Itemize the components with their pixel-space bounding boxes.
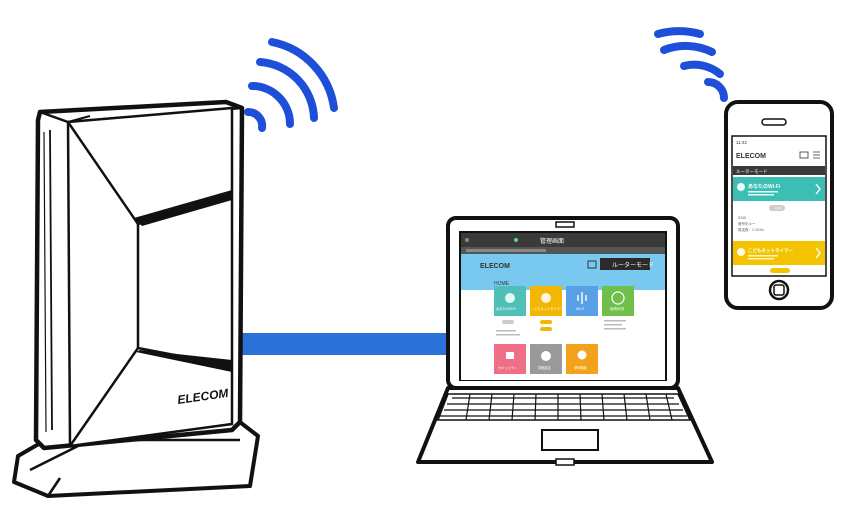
phone-wifi-signal-icon xyxy=(654,27,728,102)
tile-your-wifi-label: あなたのWi-Fi xyxy=(496,306,516,311)
phone-info-line-1: SSID xyxy=(738,216,747,220)
tile-connection-label: 接続状況 xyxy=(610,306,624,311)
laptop-screen-brand: ELECOM xyxy=(480,263,510,270)
phone-card-your-wifi[interactable] xyxy=(733,177,825,201)
wifi-router: ELECOM xyxy=(12,99,260,498)
tile-wifi-label: Wi-Fi xyxy=(576,307,584,311)
laptop-trackpad[interactable] xyxy=(541,429,599,451)
ethernet-cable xyxy=(242,333,452,355)
tile-advanced-settings-label: 詳細設定 xyxy=(538,365,552,370)
browser-tab-title: 管理画面 xyxy=(540,237,564,245)
phone-home-button[interactable] xyxy=(768,279,790,301)
phone-wifi-toggle[interactable] xyxy=(769,205,785,211)
phone-screen-brand: ELECOM xyxy=(736,153,766,160)
phone-card1-title: あなたのWi-Fi xyxy=(748,183,781,190)
tile-security-label: セキュリティ xyxy=(498,365,517,370)
phone-card2-title: こどもネットタイマー xyxy=(748,247,793,254)
tile-connection[interactable] xyxy=(602,286,634,316)
router-mode-button[interactable] xyxy=(600,258,650,270)
laptop: 管理画面 ELECOM ルーターモード HOME あなたのWi-Fi こどもネッ… xyxy=(416,216,714,466)
phone-card-kids-timer[interactable] xyxy=(733,241,825,265)
phone-status-time: 11:42 xyxy=(736,140,747,145)
laptop-screen: 管理画面 ELECOM ルーターモード HOME あなたのWi-Fi こどもネッ… xyxy=(461,233,665,380)
router-wifi-signal-icon xyxy=(244,38,338,132)
smartphone: 11:42 ELECOM ルーターモード あなたのWi-Fi OFF SSID … xyxy=(724,100,834,310)
phone-section-label: ルーターモード xyxy=(736,168,768,175)
phone-info-line-3: 周波数：2.4GHz xyxy=(738,227,764,232)
phone-info-line-2: 暗号化キー xyxy=(738,221,756,226)
router-mode-button-label: ルーターモード xyxy=(612,261,654,269)
phone-screen: 11:42 ELECOM ルーターモード あなたのWi-Fi OFF SSID … xyxy=(733,140,825,273)
laptop-page-label: HOME xyxy=(494,281,510,287)
laptop-keyboard xyxy=(436,393,692,421)
tile-kids-timer-label: こどもネットタイマー xyxy=(531,306,563,311)
tile-useful-functions-label: 便利機能 xyxy=(574,365,588,370)
phone-toggle-label: OFF xyxy=(775,207,782,211)
